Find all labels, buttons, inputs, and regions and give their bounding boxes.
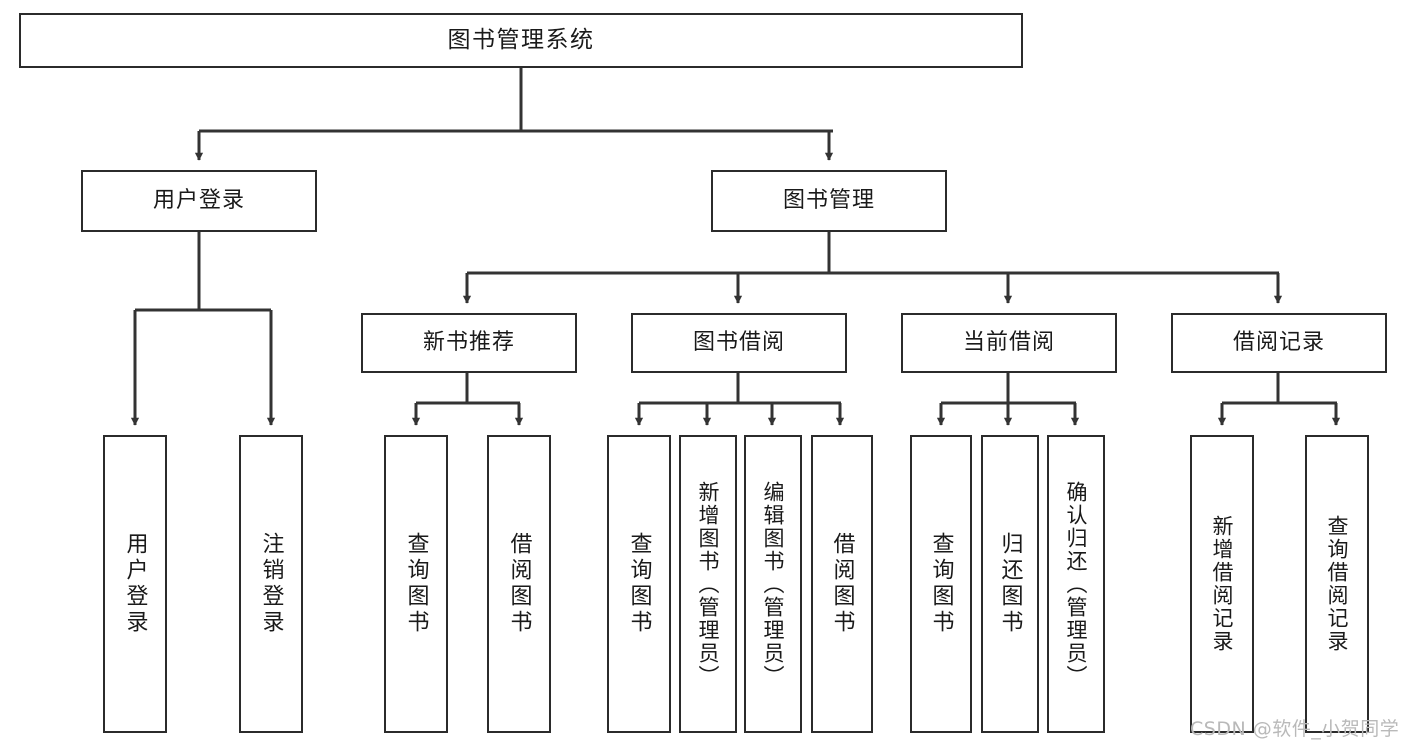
- node-book-borrow[interactable]: 图书借阅: [631, 313, 847, 373]
- leaf-new-book-borrow-books[interactable]: 借阅图书: [487, 435, 551, 733]
- csdn-watermark: CSDN @软件_小贺同学: [1190, 718, 1400, 740]
- node-book-management[interactable]: 图书管理: [711, 170, 947, 232]
- leaf-borrow-add-book-admin[interactable]: 新增图书（管理员）: [679, 435, 737, 733]
- leaf-record-add-borrow-record[interactable]: 新增借阅记录: [1190, 435, 1254, 733]
- leaf-new-book-query-books[interactable]: 查询图书: [384, 435, 448, 733]
- leaf-borrow-borrow-books[interactable]: 借阅图书: [811, 435, 873, 733]
- leaf-borrow-query-books[interactable]: 查询图书: [607, 435, 671, 733]
- leaf-borrow-edit-book-admin[interactable]: 编辑图书（管理员）: [744, 435, 802, 733]
- node-new-book-recommend[interactable]: 新书推荐: [361, 313, 577, 373]
- node-current-borrow[interactable]: 当前借阅: [901, 313, 1117, 373]
- leaf-current-confirm-return-admin[interactable]: 确认归还（管理员）: [1047, 435, 1105, 733]
- node-root-book-management-system[interactable]: 图书管理系统: [19, 13, 1023, 68]
- leaf-current-return-books[interactable]: 归还图书: [981, 435, 1039, 733]
- leaf-user-login-signin[interactable]: 用户登录: [103, 435, 167, 733]
- leaf-record-query-borrow-record[interactable]: 查询借阅记录: [1305, 435, 1369, 733]
- node-user-login[interactable]: 用户登录: [81, 170, 317, 232]
- leaf-current-query-books[interactable]: 查询图书: [910, 435, 972, 733]
- leaf-user-login-signout[interactable]: 注销登录: [239, 435, 303, 733]
- node-borrow-record[interactable]: 借阅记录: [1171, 313, 1387, 373]
